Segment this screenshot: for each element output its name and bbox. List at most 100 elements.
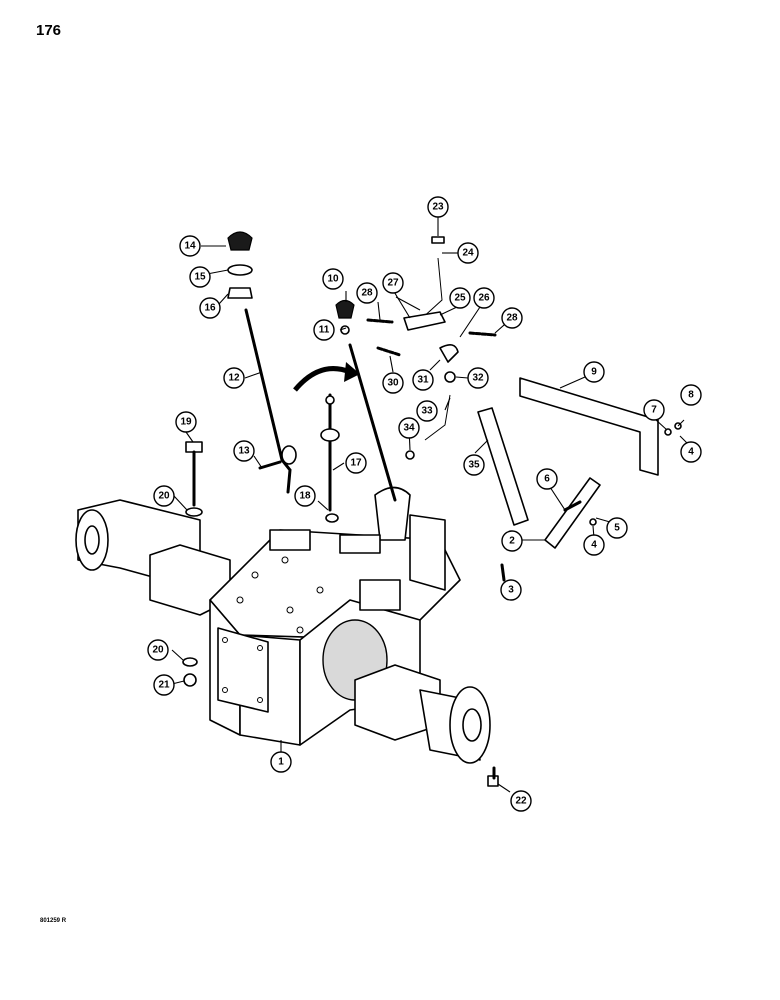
callout-label: 5 xyxy=(614,523,620,534)
callout-label: 24 xyxy=(462,248,474,259)
callout-label: 8 xyxy=(688,390,694,401)
callout-circle xyxy=(643,399,665,421)
callout-3: 3 xyxy=(500,579,522,601)
callout-circle xyxy=(189,266,211,288)
callout-15: 15 xyxy=(189,266,211,288)
callout-32: 32 xyxy=(467,367,489,389)
callout-10: 10 xyxy=(322,268,344,290)
callout-23: 23 xyxy=(427,196,449,218)
leader-lines xyxy=(171,217,689,793)
callout-label: 3 xyxy=(508,585,514,596)
callout-20a: 20 xyxy=(153,485,175,507)
callout-label: 30 xyxy=(387,378,399,389)
callout-5: 5 xyxy=(606,517,628,539)
callout-label: 27 xyxy=(387,278,399,289)
callout-label: 17 xyxy=(350,458,362,469)
callout-bubbles: 1234456789101112131415161718192020212223… xyxy=(147,196,702,812)
callout-label: 35 xyxy=(468,460,480,471)
callout-circle xyxy=(153,674,175,696)
callout-26: 26 xyxy=(473,287,495,309)
callout-28a: 28 xyxy=(356,282,378,304)
axle-housing-illustration xyxy=(75,486,491,764)
callout-17: 17 xyxy=(345,452,367,474)
page-number: 176 xyxy=(36,22,62,39)
callout-label: 21 xyxy=(158,680,170,691)
callout-20b: 20 xyxy=(147,639,169,661)
callout-label: 15 xyxy=(194,272,206,283)
callout-label: 34 xyxy=(403,423,415,434)
callout-circle xyxy=(147,639,169,661)
callout-circle xyxy=(153,485,175,507)
callout-circle xyxy=(356,282,378,304)
callout-label: 16 xyxy=(204,303,216,314)
callout-label: 4 xyxy=(688,447,694,458)
callout-circle xyxy=(583,534,605,556)
callout-label: 31 xyxy=(417,375,429,386)
callout-label: 2 xyxy=(509,536,515,547)
callout-label: 7 xyxy=(651,405,657,416)
callout-31: 31 xyxy=(412,369,434,391)
callout-label: 12 xyxy=(228,373,240,384)
callout-circle xyxy=(583,361,605,383)
callout-circle xyxy=(398,417,420,439)
callout-label: 4 xyxy=(591,540,597,551)
callout-4a: 4 xyxy=(680,441,702,463)
callout-30: 30 xyxy=(382,372,404,394)
callout-label: 20 xyxy=(158,491,170,502)
callout-16: 16 xyxy=(199,297,221,319)
callout-27: 27 xyxy=(382,272,404,294)
callout-label: 20 xyxy=(152,645,164,656)
callout-label: 22 xyxy=(515,796,527,807)
callout-9: 9 xyxy=(583,361,605,383)
callout-circle xyxy=(680,441,702,463)
callout-circle xyxy=(510,790,532,812)
callout-label: 9 xyxy=(591,367,597,378)
callout-14: 14 xyxy=(179,235,201,257)
callout-label: 28 xyxy=(506,313,518,324)
callout-2: 2 xyxy=(501,530,523,552)
callout-1: 1 xyxy=(270,751,292,773)
callout-circle xyxy=(199,297,221,319)
callout-12: 12 xyxy=(223,367,245,389)
callout-33: 33 xyxy=(416,400,438,422)
callout-circle xyxy=(416,400,438,422)
callout-circle xyxy=(382,272,404,294)
callout-7: 7 xyxy=(643,399,665,421)
callout-circle xyxy=(606,517,628,539)
callout-circle xyxy=(536,468,558,490)
callout-28b: 28 xyxy=(501,307,523,329)
callout-circle xyxy=(457,242,479,264)
callout-circle xyxy=(345,452,367,474)
callout-label: 18 xyxy=(299,491,311,502)
callout-label: 19 xyxy=(180,417,192,428)
callout-circle xyxy=(322,268,344,290)
callout-circle xyxy=(175,411,197,433)
callout-label: 11 xyxy=(319,325,330,336)
callout-label: 26 xyxy=(478,293,490,304)
callout-label: 6 xyxy=(544,474,550,485)
callout-4b: 4 xyxy=(583,534,605,556)
callout-circle xyxy=(463,454,485,476)
callout-circle xyxy=(473,287,495,309)
callout-label: 28 xyxy=(361,288,373,299)
callout-19: 19 xyxy=(175,411,197,433)
document-id: 801259 R xyxy=(40,918,67,924)
callout-label: 32 xyxy=(472,373,484,384)
callout-8: 8 xyxy=(680,384,702,406)
shift-lever-parts xyxy=(182,231,682,787)
callout-18: 18 xyxy=(294,485,316,507)
callout-circle xyxy=(313,319,335,341)
callout-6: 6 xyxy=(536,468,558,490)
callout-circle xyxy=(294,485,316,507)
callout-circle xyxy=(382,372,404,394)
callout-24: 24 xyxy=(457,242,479,264)
callout-25: 25 xyxy=(449,287,471,309)
callout-circle xyxy=(427,196,449,218)
callout-circle xyxy=(412,369,434,391)
callout-35: 35 xyxy=(463,454,485,476)
callout-11: 11 xyxy=(313,319,335,341)
callout-circle xyxy=(223,367,245,389)
callout-13: 13 xyxy=(233,440,255,462)
callout-circle xyxy=(270,751,292,773)
callout-circle xyxy=(680,384,702,406)
